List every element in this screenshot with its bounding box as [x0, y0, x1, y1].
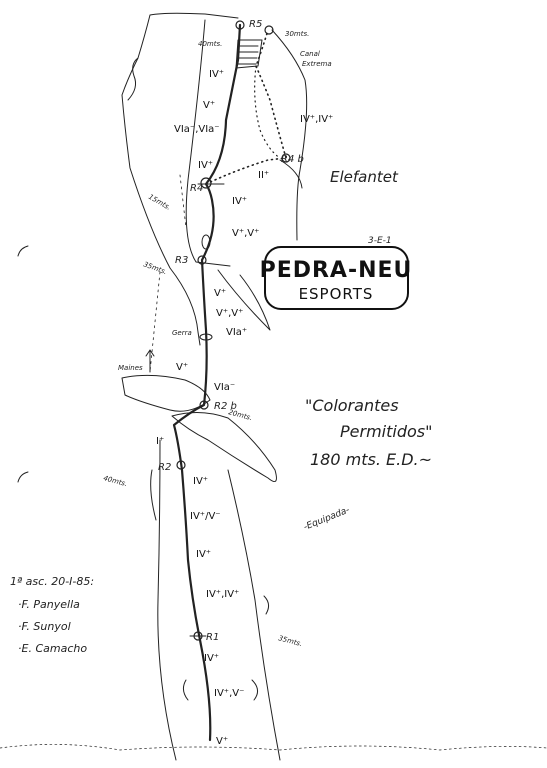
route-title-line1: "Colorantes [305, 396, 399, 415]
rock-tuft-right [251, 595, 270, 701]
chockstone-gerra [199, 333, 213, 341]
grade-p5-c: V⁺ [203, 100, 215, 111]
grade-p3-d: V⁺,V⁺ [216, 308, 243, 319]
approach-dashed-1 [149, 271, 161, 373]
length-top-right: 30mts. [285, 30, 309, 38]
length-top: 40mts. [198, 40, 222, 48]
grade-p2-d: IV⁺ [193, 476, 208, 487]
grade-p1-c: IV⁺ [204, 653, 219, 664]
approach-dashed-2 [179, 174, 187, 229]
grade-p1-b: IV⁺,V⁻ [214, 688, 244, 699]
ledge-right [171, 412, 277, 483]
logo-subtitle: ESPORTS [299, 285, 374, 303]
rock-upper-face [185, 19, 231, 267]
binder-hole-bottom [17, 471, 29, 483]
grade-p4-b: IV⁺ [232, 196, 247, 207]
grade-p5-d: IV⁺ [198, 160, 213, 171]
grade-p2-b: IV⁺ [196, 549, 211, 560]
route-stats: 180 mts. E.D.~ [310, 450, 432, 469]
label-r1: R1 [206, 632, 219, 643]
grade-var-a: IV⁺,IV⁺ [300, 114, 333, 125]
belay-r5b [264, 25, 274, 35]
label-r4: R4 [190, 183, 203, 194]
note-gerra: Gerra [172, 329, 192, 337]
grade-p2-a: IV⁺,IV⁺ [206, 589, 239, 600]
grade-p4-a: V⁺,V⁺ [232, 228, 259, 239]
grade-var-b: II⁺ [258, 170, 269, 181]
logo-pedra-neu: PEDRA-NEU ESPORTS [260, 246, 413, 310]
label-r2: R2 [158, 462, 171, 473]
main-route-line [172, 23, 242, 742]
canal-extrema [235, 39, 263, 69]
note-extreme: Extrema [302, 60, 332, 68]
climber-3: ·E. Camacho [18, 642, 87, 655]
climber-1: ·F. Panyella [18, 598, 80, 611]
ledge-maines [121, 374, 211, 412]
grade-p3-a: VIa⁻ [214, 382, 235, 393]
ascent-date: 1ª asc. 20-I-85: [10, 575, 94, 588]
label-r3: R3 [175, 255, 188, 266]
label-r5: R5 [249, 19, 262, 30]
route-equipment: -Equipada- [302, 505, 351, 532]
note-maines: Maines [118, 364, 143, 372]
belay-r5 [235, 20, 245, 30]
rock-outline-left-inner [127, 57, 139, 101]
grade-p3-b: V⁺ [176, 362, 188, 373]
belay-r4b [281, 153, 291, 163]
variant-route-dotted-2 [254, 65, 281, 159]
length-40: 40mts. [102, 474, 128, 488]
rock-lower-right [217, 269, 271, 331]
formation-name: Elefantet [330, 168, 399, 186]
label-r2b: R2 b [214, 401, 237, 412]
grade-p3-c: VIa⁺ [226, 327, 247, 338]
rock-lower-right-edge [227, 469, 281, 761]
ground-scribble [0, 744, 547, 751]
route-reference: 3-E-1 [368, 236, 392, 246]
rock-lower-left [157, 439, 177, 761]
belay-r2 [176, 460, 186, 470]
grade-p2-e: I⁺ [156, 436, 164, 447]
logo-brand: PEDRA-NEU [260, 258, 413, 283]
label-r4b: R4 b [281, 154, 304, 165]
grade-p5-a: IV⁺ [209, 69, 224, 80]
arrow-maines [145, 349, 155, 373]
elefantet-curve [279, 159, 303, 189]
grade-p2-c: IV⁺/V⁻ [190, 511, 221, 522]
route-title-line2: Permitidos" [340, 422, 432, 441]
chockstone-r3 [201, 234, 211, 250]
grade-p3-e: V⁺ [214, 288, 226, 299]
rock-outline-right [271, 29, 308, 241]
rock-tuft-left [150, 469, 189, 701]
note-canal: Canal [300, 50, 320, 58]
length-15: 15mts. [147, 193, 172, 212]
belay-r3 [197, 255, 207, 265]
length-35b: 35mts. [277, 634, 303, 648]
grade-p5-b: VIa⁻,VIa⁻ [174, 124, 220, 135]
length-35: 35mts. [142, 260, 168, 276]
binder-hole-top [17, 245, 29, 257]
belay-r2b [199, 400, 209, 410]
climber-2: ·F. Sunyol [18, 620, 71, 633]
grade-p1-a: V⁺ [216, 736, 228, 747]
belay-r4 [200, 177, 212, 189]
